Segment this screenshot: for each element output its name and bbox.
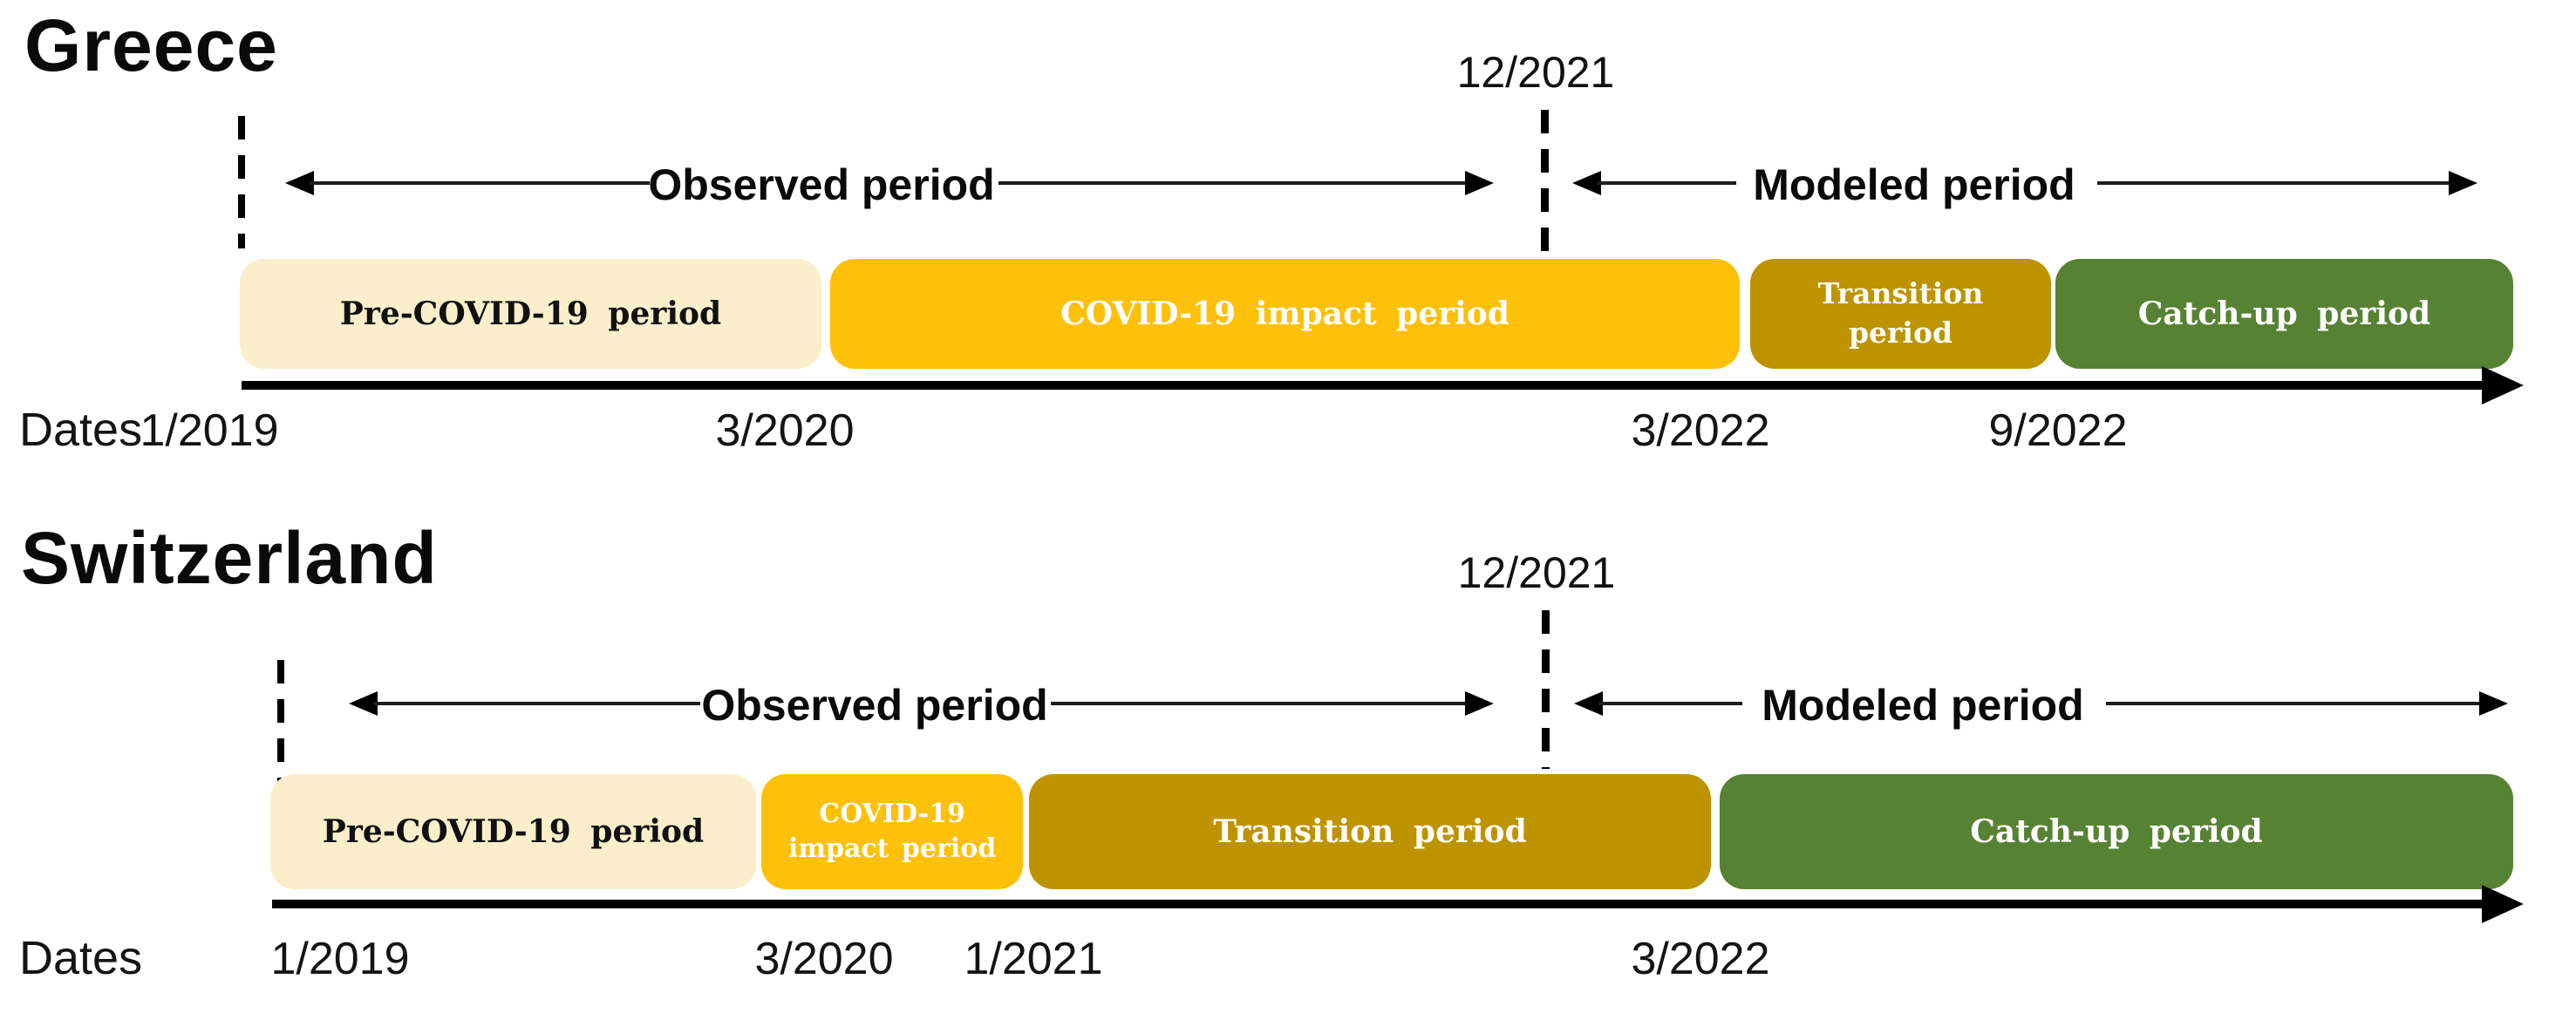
modeled-arrow-left-head <box>1574 691 1603 716</box>
observed-arrow-line <box>310 181 650 185</box>
country-title-switzerland: Switzerland <box>21 517 438 599</box>
observed-arrow-line <box>1051 702 1469 705</box>
period-box-transition: Transition period <box>1029 774 1711 889</box>
country-title-greece: Greece <box>24 4 278 86</box>
axis-date: 1/2021 <box>964 934 1103 984</box>
dates-axis-label: Dates <box>19 932 143 984</box>
observed-arrow-right-head <box>1465 171 1494 195</box>
modeled-arrow-right-head <box>2479 691 2508 716</box>
period-box-pre-covid: Pre-COVID-19 period <box>270 774 756 889</box>
milestone-dashed-line <box>1541 110 1549 258</box>
period-box-catch-up: Catch-up period <box>2055 259 2513 369</box>
dates-axis-label: Dates <box>19 404 143 456</box>
axis-date: 1/2019 <box>140 405 279 456</box>
modeled-arrow-line <box>2097 181 2450 185</box>
axis-date: 3/2020 <box>754 934 894 984</box>
observed-arrow-left-head <box>285 171 314 195</box>
modeled-arrow-line <box>1597 181 1736 185</box>
timeline-start-dashed-line <box>277 660 284 792</box>
period-box-covid-impact: COVID-19 impact period <box>761 774 1023 889</box>
period-box-catch-up: Catch-up period <box>1720 774 2513 889</box>
timeline-arrowhead <box>2482 885 2524 923</box>
observed-arrow-left-head <box>349 691 378 716</box>
axis-date: 1/2019 <box>270 934 410 984</box>
observed-arrow-line <box>998 181 1469 185</box>
timeline-axis <box>242 381 2487 390</box>
milestone-date-label: 12/2021 <box>1457 548 1616 597</box>
observed-arrow-line <box>373 702 700 705</box>
modeled-arrow-line <box>1598 702 1742 705</box>
axis-date: 9/2022 <box>1988 405 2128 456</box>
axis-date: 3/2022 <box>1631 405 1770 456</box>
period-box-transition: Transition period <box>1750 259 2051 369</box>
observed-arrow-right-head <box>1465 691 1494 716</box>
timeline-axis <box>272 900 2487 908</box>
period-box-covid-impact: COVID-19 impact period <box>830 259 1740 369</box>
modeled-arrow-line <box>2106 702 2481 705</box>
timeline-start-dashed-line <box>238 116 245 248</box>
period-box-pre-covid: Pre-COVID-19 period <box>240 259 821 369</box>
milestone-dashed-line <box>1542 610 1550 769</box>
timeline-arrowhead <box>2482 366 2524 405</box>
modeled-arrow-left-head <box>1572 171 1601 195</box>
modeled-period-label: Modeled period <box>1762 681 2084 730</box>
axis-date: 3/2020 <box>715 405 855 456</box>
observed-period-label: Observed period <box>701 681 1048 730</box>
observed-period-label: Observed period <box>648 160 995 209</box>
milestone-date-label: 12/2021 <box>1456 48 1615 97</box>
axis-date: 3/2022 <box>1631 934 1770 984</box>
modeled-arrow-right-head <box>2449 171 2477 195</box>
modeled-period-label: Modeled period <box>1753 160 2075 209</box>
